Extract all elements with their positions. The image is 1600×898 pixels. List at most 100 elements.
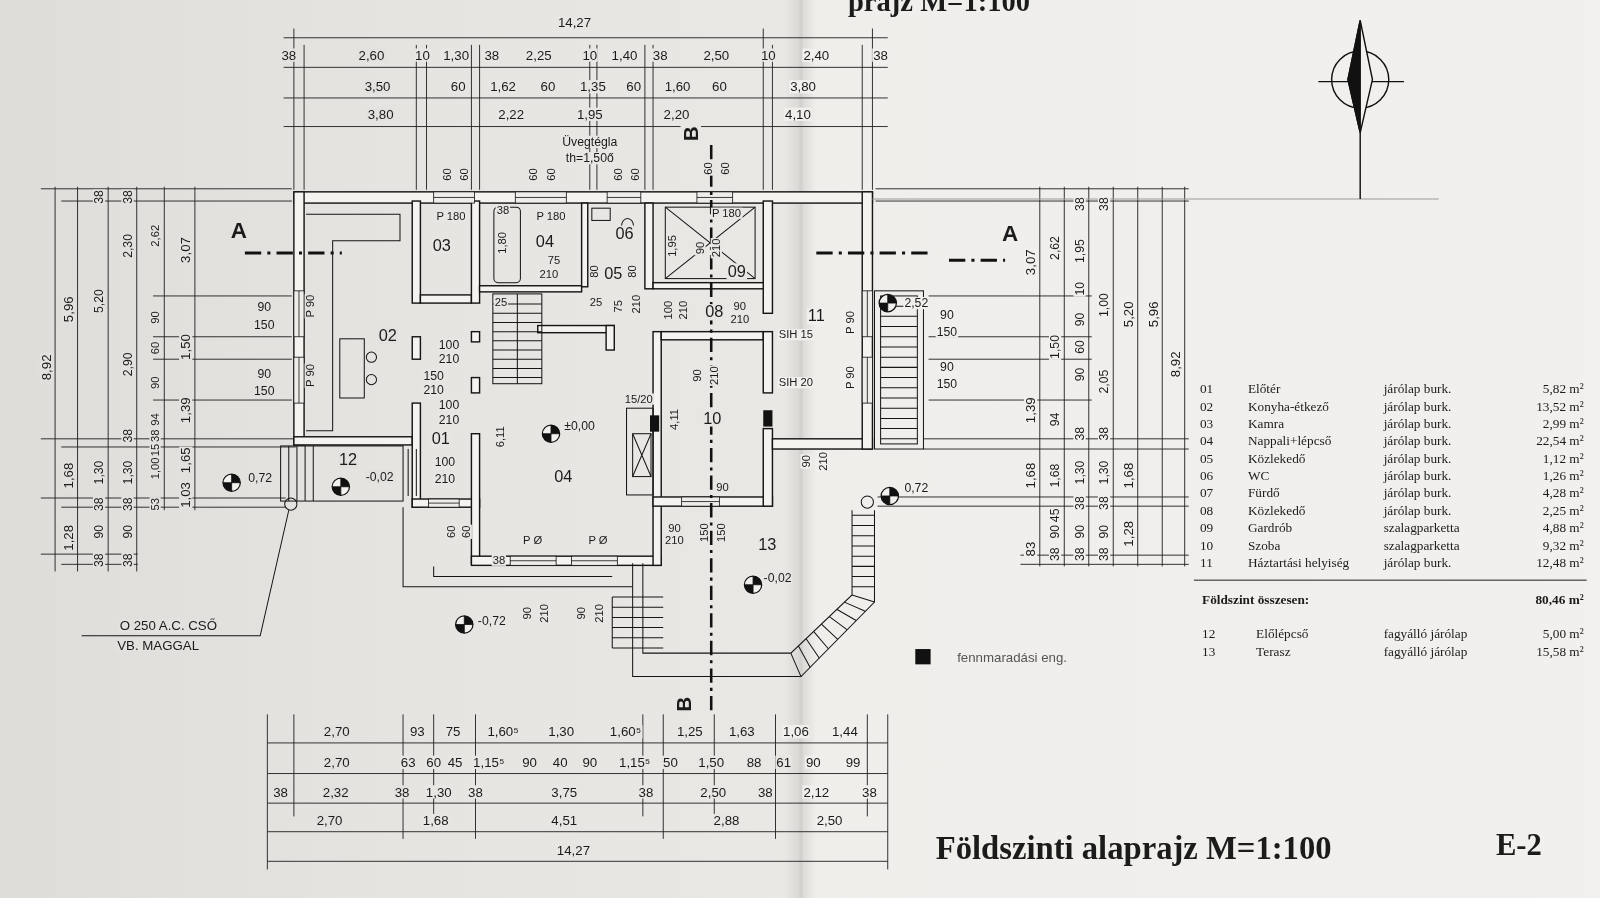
dimension-label: 5,20 (93, 288, 105, 314)
dimension-label: 14,27 (556, 843, 591, 856)
plan-label: 210 (438, 353, 460, 365)
plan-label: 90 (667, 523, 682, 534)
note-label: Üvegtégla (561, 136, 618, 148)
plan-label: 90 (256, 367, 272, 379)
table-cell: szalagparketta (1383, 538, 1461, 551)
dimension-label: 94 (149, 412, 160, 427)
dimension-label: 1,00 (149, 456, 160, 480)
plan-label: 25 (494, 296, 509, 307)
dimension-label: 38 (93, 189, 105, 205)
plan-label: 60 (461, 524, 472, 539)
dimension-label: 38 (638, 785, 655, 798)
table-cell: 12 (1201, 627, 1216, 640)
dimension-label: 1,50 (1049, 334, 1061, 360)
plan-label: 150 (253, 318, 275, 330)
dimension-label: 90 (149, 310, 160, 325)
room-number: 02 (378, 328, 398, 344)
plan-label: 60 (703, 161, 714, 176)
dimension-label: 1,30 (93, 460, 105, 486)
room-number: 03 (432, 238, 452, 254)
dimension-label: 10 (581, 48, 598, 61)
table-cell: Gardrób (1247, 521, 1293, 534)
table-cell: 22,54 m² (1535, 434, 1585, 447)
dimension-label: 90 (521, 756, 538, 769)
dimension-label: 1,40 (611, 48, 639, 61)
table-cell: Nappali+lépcső (1247, 434, 1332, 447)
dimension-label: 60 (425, 756, 442, 769)
plan-label: 60 (545, 167, 556, 182)
dimension-label: 60 (149, 341, 160, 356)
table-cell: járólap burk. (1383, 556, 1453, 569)
dimension-label: 38 (272, 785, 289, 798)
dimension-label: 38 (1049, 546, 1061, 562)
plan-label: P 90 (305, 294, 316, 319)
note-label: th=1,50ő (565, 152, 615, 164)
table-cell: 4,88 m² (1542, 521, 1585, 534)
dimension-label: 3,50 (364, 80, 392, 93)
table-rule (1194, 580, 1587, 581)
dimension-label: 1,03 (179, 481, 192, 509)
plan-label: 90 (256, 301, 272, 313)
dimension-label: 1,30 (425, 785, 453, 798)
room-number: 09 (727, 263, 747, 279)
dimension-label: 2,20 (663, 108, 691, 121)
section-mark: B (673, 696, 693, 713)
plan-label: 90 (939, 309, 955, 321)
dimension-label: 10 (760, 48, 777, 61)
level-label: ±0,00 (563, 419, 596, 431)
dimension-label: 99 (845, 756, 862, 769)
dimension-label: 75 (445, 725, 462, 738)
room-number: 13 (757, 537, 777, 553)
plan-label: 150 (253, 385, 275, 397)
plan-label: P 180 (535, 211, 566, 222)
plan-label: 25 (589, 296, 604, 307)
level-label: 0,72 (247, 471, 273, 483)
dimension-label: 38 (280, 48, 297, 61)
level-label: -0,02 (763, 571, 793, 583)
dimension-label: 38 (149, 428, 160, 443)
table-cell: 1,12 m² (1542, 452, 1585, 465)
room-number: 12 (338, 452, 358, 468)
dimension-label: 1,39 (1024, 396, 1037, 424)
plan-label: 100 (434, 456, 456, 468)
section-mark: A (230, 219, 248, 241)
room-number: 08 (704, 304, 724, 320)
room-number: 04 (535, 234, 555, 250)
dimension-label: 1,63 (728, 725, 756, 738)
dimension-label: 38 (1073, 196, 1085, 212)
table-cell: 05 (1199, 452, 1214, 465)
level-label: -0,02 (365, 470, 395, 482)
dimension-label: 5,20 (1122, 300, 1135, 328)
dimension-label: 1,00 (1098, 292, 1110, 318)
dimension-label: 2,50 (816, 814, 844, 827)
plan-label: 60 (630, 167, 641, 182)
dimension-label: 3,07 (1024, 248, 1037, 276)
dimension-label: 61 (775, 756, 792, 769)
table-cell: 07 (1199, 486, 1214, 499)
dimension-label: 1,60⁵ (609, 725, 642, 738)
dimension-label: 2,25 (525, 48, 553, 61)
table-cell: Közlekedő (1247, 504, 1307, 517)
dimension-label: 1,39 (179, 396, 192, 424)
table-cell: 13,52 m² (1535, 400, 1585, 413)
dimension-label: 88 (746, 756, 763, 769)
table-cell: 2,99 m² (1542, 417, 1585, 430)
table-cell: 09 (1199, 521, 1214, 534)
dimension-label: 38 (1098, 495, 1110, 511)
dimension-label: 60 (450, 80, 467, 93)
table-cell: 4,28 m² (1542, 486, 1585, 499)
table-cell: WC (1247, 469, 1270, 482)
dimension-label: 2,88 (713, 814, 741, 827)
room-number: 11 (807, 308, 826, 324)
dimension-label: 1,30 (442, 48, 470, 61)
dimension-label: 1,50 (179, 333, 192, 361)
dimension-label: 1,95 (1073, 238, 1085, 264)
room-number: 04 (553, 468, 573, 484)
dimension-label: 60 (540, 80, 557, 93)
dimension-label: 8,92 (1169, 350, 1182, 378)
plan-label: P Ø (522, 535, 543, 546)
table-cell: Közlekedő (1247, 452, 1307, 465)
table-cell: 01 (1199, 382, 1214, 395)
dimension-label: 3,80 (367, 108, 395, 121)
